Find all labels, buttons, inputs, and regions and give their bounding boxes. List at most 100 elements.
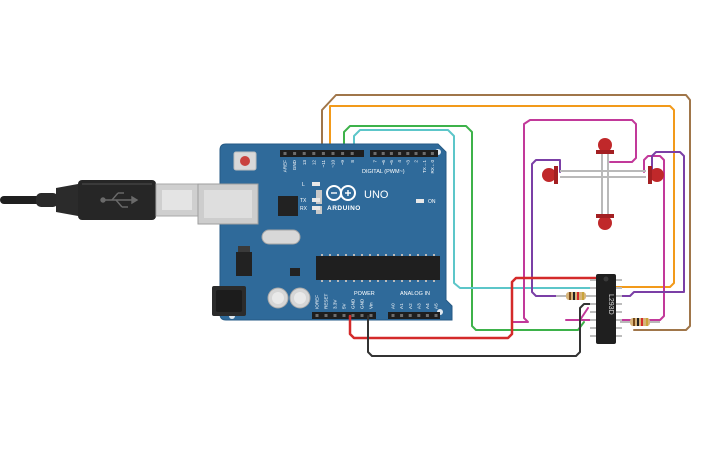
power-header-title: POWER xyxy=(354,291,375,297)
pin-label: A5 xyxy=(434,303,439,309)
pin-socket[interactable] xyxy=(417,314,421,317)
red-led-left[interactable] xyxy=(542,166,558,184)
pin-socket[interactable] xyxy=(324,314,328,317)
pin-label: RX←0 xyxy=(430,160,435,174)
wire-black-gnd[interactable] xyxy=(367,303,597,357)
pin-label: A2 xyxy=(408,303,413,309)
dc-power-jack[interactable] xyxy=(212,286,246,316)
wire-purple[interactable] xyxy=(531,159,597,297)
pin-socket[interactable] xyxy=(350,152,354,155)
pin-socket[interactable] xyxy=(341,152,345,155)
usb-cable[interactable] xyxy=(0,180,199,220)
pin-socket[interactable] xyxy=(283,152,287,155)
reset-button[interactable] xyxy=(233,151,257,171)
pin-socket[interactable] xyxy=(333,314,337,317)
analog-pin-header[interactable] xyxy=(388,312,440,319)
pin-label: IOREF xyxy=(315,295,320,309)
usb-icon xyxy=(100,192,139,208)
pin-socket[interactable] xyxy=(422,152,426,155)
pin-label: ~5 xyxy=(389,160,394,166)
pin-label: A1 xyxy=(399,303,404,309)
pin-socket[interactable] xyxy=(342,314,346,317)
arduino-wordmark: ARDUINO xyxy=(327,205,361,212)
led-tx-indicator xyxy=(312,198,320,202)
digital-pin-header[interactable] xyxy=(280,150,438,157)
pin-label: 12 xyxy=(311,160,316,166)
pin-socket[interactable] xyxy=(315,314,319,317)
pin-label: AREF xyxy=(283,160,288,172)
resistor-left[interactable] xyxy=(556,292,596,300)
led-array xyxy=(542,138,664,230)
pin-label: ~3 xyxy=(405,160,410,166)
wire-brown[interactable] xyxy=(321,94,691,331)
pin-socket[interactable] xyxy=(351,314,355,317)
pin-socket[interactable] xyxy=(406,152,410,155)
pin-label: 4 xyxy=(397,160,402,163)
pin-socket[interactable] xyxy=(434,314,438,317)
pin-label: ~6 xyxy=(381,160,386,166)
pin-socket[interactable] xyxy=(389,152,393,155)
pin-label: 5V xyxy=(342,302,347,309)
red-led-right[interactable] xyxy=(648,166,664,184)
pin-socket[interactable] xyxy=(331,152,335,155)
wire-green[interactable] xyxy=(343,125,585,331)
wire-cyan[interactable] xyxy=(353,129,591,289)
pin-label: A0 xyxy=(391,303,396,309)
uno-wordmark: UNO xyxy=(364,189,389,201)
wire-red-5v[interactable] xyxy=(348,276,598,340)
l293d-driver-chip[interactable]: L293D xyxy=(590,274,622,344)
pin-socket[interactable] xyxy=(360,314,364,317)
led-l-label: L xyxy=(302,182,305,188)
power-pin-header[interactable] xyxy=(312,312,376,319)
red-led-bottom[interactable] xyxy=(596,214,614,230)
pin-socket[interactable] xyxy=(312,152,316,155)
led-l-indicator xyxy=(312,182,320,186)
pin-label: ~11 xyxy=(321,160,326,168)
pin-label: ~10 xyxy=(331,160,336,168)
capacitor xyxy=(289,287,311,309)
pin-socket[interactable] xyxy=(398,152,402,155)
led-on-label: ON xyxy=(428,199,436,205)
pin-label: Vin xyxy=(369,302,374,309)
l293d-label: L293D xyxy=(607,294,614,315)
pin-socket[interactable] xyxy=(430,152,434,155)
pin-socket[interactable] xyxy=(369,314,373,317)
pin-socket[interactable] xyxy=(373,152,377,155)
pin-label: GND xyxy=(360,298,365,309)
pin-label: A3 xyxy=(416,303,421,309)
pin-label: GND xyxy=(351,298,356,309)
wire-magenta-led-right[interactable] xyxy=(565,155,665,321)
pin-label: TX→1 xyxy=(422,160,427,173)
pin-label: 7 xyxy=(373,160,378,163)
crystal-oscillator xyxy=(261,229,301,245)
wire-orange[interactable] xyxy=(329,105,675,288)
pin-label: 2 xyxy=(414,160,419,163)
digital-header-title: DIGITAL (PWM~) xyxy=(362,169,405,175)
wire-purple-right[interactable] xyxy=(619,151,685,297)
resistor-right[interactable] xyxy=(620,318,660,326)
pin-socket[interactable] xyxy=(425,314,429,317)
arduino-uno-board[interactable]: L TX RX ON ARDUINO UNO DIGITAL (PWM~) AR… xyxy=(197,143,453,321)
red-led-top[interactable] xyxy=(596,138,614,154)
led-on-indicator xyxy=(416,199,424,203)
pin-socket[interactable] xyxy=(381,152,385,155)
pin-label: ~9 xyxy=(340,160,345,166)
pin-socket[interactable] xyxy=(408,314,412,317)
pin-label: 3.3V xyxy=(333,299,338,309)
voltage-regulator xyxy=(236,252,252,276)
pin-socket[interactable] xyxy=(302,152,306,155)
pin-socket[interactable] xyxy=(321,152,325,155)
pin-label: A4 xyxy=(425,303,430,309)
pin-socket[interactable] xyxy=(391,314,395,317)
wire-magenta[interactable] xyxy=(511,119,637,323)
pin-socket[interactable] xyxy=(414,152,418,155)
usb-plug-neck xyxy=(56,184,78,216)
pin-socket[interactable] xyxy=(400,314,404,317)
usb-cable-strain-relief xyxy=(36,193,58,207)
pin-label: GND xyxy=(292,159,297,170)
pin-socket[interactable] xyxy=(293,152,297,155)
